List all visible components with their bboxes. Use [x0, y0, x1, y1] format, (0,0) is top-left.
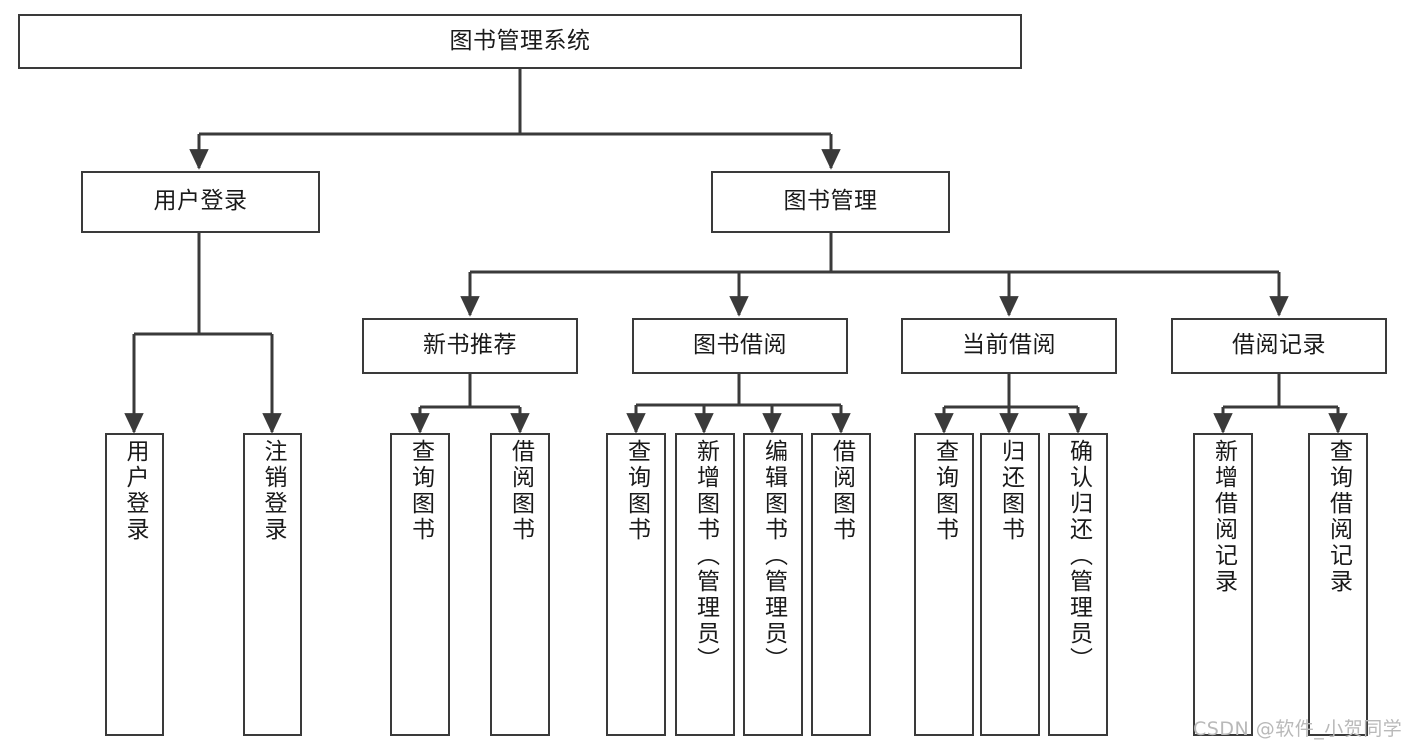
node-label: 新书推荐	[423, 332, 517, 359]
node-label: 用户登录	[122, 439, 148, 543]
node-label: 图书管理	[783, 188, 878, 215]
node-new-book-recommend[interactable]: 新书推荐	[362, 318, 578, 374]
node-label: 编辑图书（管理员）	[760, 439, 787, 673]
watermark: CSDN @软件_小贺同学	[1193, 718, 1403, 740]
leaf-user-logout[interactable]: 注销登录	[243, 433, 302, 736]
node-label: 借阅图书	[828, 439, 855, 543]
leaf-add-borrow-record[interactable]: 新增借阅记录	[1193, 433, 1253, 736]
node-borrow-record[interactable]: 借阅记录	[1171, 318, 1387, 374]
leaf-borrow-book-recommend[interactable]: 借阅图书	[490, 433, 550, 736]
node-label: 新增图书（管理员）	[692, 439, 719, 673]
node-root-book-management-system[interactable]: 图书管理系统	[18, 14, 1022, 69]
leaf-borrow-book[interactable]: 借阅图书	[811, 433, 871, 736]
node-label: 新增借阅记录	[1210, 439, 1237, 595]
node-label: 查询图书	[931, 439, 958, 543]
leaf-user-login[interactable]: 用户登录	[105, 433, 164, 736]
leaf-query-book-recommend[interactable]: 查询图书	[390, 433, 450, 736]
leaf-confirm-return-admin[interactable]: 确认归还（管理员）	[1048, 433, 1108, 736]
leaf-edit-book-admin[interactable]: 编辑图书（管理员）	[743, 433, 803, 736]
node-label: 确认归还（管理员）	[1065, 439, 1092, 673]
node-current-borrow[interactable]: 当前借阅	[901, 318, 1117, 374]
node-label: 查询图书	[407, 439, 434, 543]
node-label: 图书借阅	[693, 332, 787, 359]
node-label: 借阅记录	[1232, 332, 1326, 359]
node-label: 用户登录	[153, 188, 248, 215]
leaf-return-book[interactable]: 归还图书	[980, 433, 1040, 736]
leaf-query-book-borrow[interactable]: 查询图书	[606, 433, 666, 736]
node-label: 归还图书	[997, 439, 1024, 543]
node-label: 查询图书	[623, 439, 650, 543]
node-book-management[interactable]: 图书管理	[711, 171, 950, 233]
leaf-add-book-admin[interactable]: 新增图书（管理员）	[675, 433, 735, 736]
leaf-query-book-current[interactable]: 查询图书	[914, 433, 974, 736]
node-label: 注销登录	[260, 439, 286, 543]
node-label: 借阅图书	[507, 439, 534, 543]
node-label: 图书管理系统	[449, 27, 591, 54]
node-label: 查询借阅记录	[1325, 439, 1352, 595]
leaf-query-borrow-record[interactable]: 查询借阅记录	[1308, 433, 1368, 736]
node-user-login[interactable]: 用户登录	[81, 171, 320, 233]
node-label: 当前借阅	[962, 332, 1056, 359]
node-book-borrow[interactable]: 图书借阅	[632, 318, 848, 374]
